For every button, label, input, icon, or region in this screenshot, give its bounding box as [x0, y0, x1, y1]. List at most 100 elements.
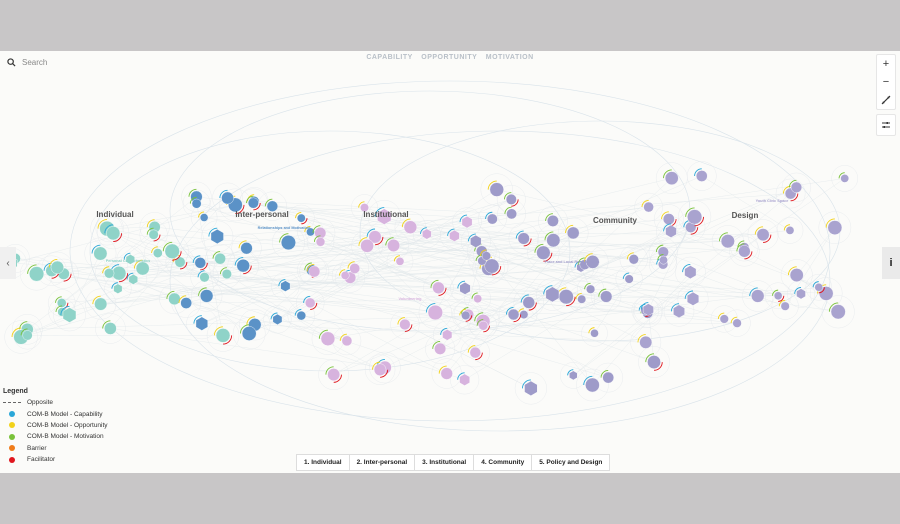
- node-orbit[interactable]: [805, 274, 832, 301]
- node-orbit[interactable]: [780, 259, 813, 291]
- node-orbit[interactable]: [630, 326, 662, 358]
- node-orbit[interactable]: [775, 178, 806, 209]
- node-factor[interactable]: [524, 380, 538, 396]
- node-factor[interactable]: [662, 213, 675, 225]
- node-factor[interactable]: [128, 274, 138, 285]
- node-orbit[interactable]: [190, 204, 218, 231]
- node-factor[interactable]: [247, 197, 259, 209]
- node-factor[interactable]: [686, 291, 700, 306]
- node-orbit[interactable]: [781, 172, 812, 202]
- node-factor[interactable]: [624, 274, 634, 284]
- node-orbit[interactable]: [593, 362, 624, 393]
- search-placeholder[interactable]: Search: [22, 58, 48, 67]
- node-orbit[interactable]: [351, 194, 378, 222]
- node-factor[interactable]: [773, 291, 783, 301]
- node-factor[interactable]: [449, 229, 460, 242]
- node-factor[interactable]: [506, 208, 517, 220]
- node-factor[interactable]: [340, 271, 350, 280]
- node-orbit[interactable]: [95, 215, 123, 243]
- node-factor[interactable]: [148, 229, 159, 240]
- node-factor[interactable]: [440, 367, 453, 380]
- node-orbit[interactable]: [576, 368, 609, 402]
- node-orbit[interactable]: [747, 219, 779, 251]
- node-factor[interactable]: [478, 320, 489, 331]
- node-orbit[interactable]: [212, 182, 243, 214]
- node-factor[interactable]: [505, 193, 517, 205]
- node-factor[interactable]: [577, 294, 587, 304]
- node-factor[interactable]: [174, 256, 186, 268]
- node-factor[interactable]: [545, 286, 560, 303]
- node-factor[interactable]: [341, 335, 353, 347]
- node-factor[interactable]: [732, 318, 742, 328]
- node-factor[interactable]: [602, 371, 615, 384]
- node-orbit[interactable]: [4, 320, 38, 354]
- node-factor[interactable]: [427, 304, 443, 321]
- node-orbit[interactable]: [340, 254, 370, 283]
- node-factor[interactable]: [796, 288, 806, 300]
- filter-settings-button[interactable]: [876, 114, 896, 136]
- node-factor[interactable]: [486, 213, 498, 225]
- node-factor[interactable]: [719, 314, 729, 324]
- node-factor[interactable]: [50, 260, 64, 275]
- node-orbit[interactable]: [776, 217, 804, 244]
- node-factor[interactable]: [522, 296, 535, 309]
- node-orbit[interactable]: [318, 359, 350, 390]
- node-factor[interactable]: [296, 310, 307, 321]
- node-orbit[interactable]: [591, 281, 622, 312]
- node-orbit[interactable]: [287, 204, 315, 232]
- node-orbit[interactable]: [581, 320, 608, 347]
- node-factor[interactable]: [349, 263, 361, 274]
- node-factor[interactable]: [585, 255, 600, 269]
- node-orbit[interactable]: [450, 273, 480, 304]
- node-factor[interactable]: [315, 237, 326, 247]
- node-factor[interactable]: [830, 304, 846, 320]
- node-factor[interactable]: [481, 251, 491, 261]
- node-orbit[interactable]: [90, 211, 124, 246]
- node-factor[interactable]: [751, 289, 765, 303]
- node-factor[interactable]: [827, 220, 843, 235]
- node-factor[interactable]: [442, 329, 453, 341]
- node-orbit[interactable]: [53, 298, 86, 332]
- node-orbit[interactable]: [139, 212, 170, 242]
- node-orbit[interactable]: [818, 211, 852, 244]
- node-factor[interactable]: [240, 242, 253, 255]
- node-orbit[interactable]: [364, 354, 396, 385]
- node-factor[interactable]: [221, 191, 234, 205]
- node-factor[interactable]: [665, 224, 677, 238]
- node-factor[interactable]: [236, 258, 250, 273]
- node-factor[interactable]: [695, 170, 708, 182]
- node-factor[interactable]: [22, 330, 33, 341]
- node-factor[interactable]: [569, 370, 578, 381]
- node-factor[interactable]: [461, 310, 471, 320]
- node-factor[interactable]: [459, 373, 470, 386]
- search-bar[interactable]: Search: [7, 58, 47, 67]
- node-factor[interactable]: [280, 235, 296, 251]
- node-factor[interactable]: [104, 322, 117, 335]
- node-factor[interactable]: [684, 265, 697, 280]
- node-factor[interactable]: [814, 283, 823, 292]
- zoom-out-button[interactable]: −: [882, 76, 890, 88]
- node-orbit[interactable]: [418, 295, 452, 330]
- node-factor[interactable]: [403, 220, 418, 234]
- node-orbit[interactable]: [638, 346, 670, 378]
- node-factor[interactable]: [558, 289, 574, 305]
- link-tool-button[interactable]: [877, 91, 895, 109]
- node-factor[interactable]: [756, 228, 770, 242]
- node-orbit[interactable]: [95, 313, 126, 344]
- node-factor[interactable]: [590, 329, 599, 338]
- node-factor[interactable]: [327, 368, 341, 381]
- node-orbit[interactable]: [12, 314, 43, 345]
- node-orbit[interactable]: [475, 249, 509, 283]
- node-orbit[interactable]: [677, 283, 709, 315]
- node-factor[interactable]: [547, 215, 559, 227]
- node-orbit[interactable]: [655, 162, 688, 194]
- node-factor[interactable]: [434, 342, 447, 355]
- node-orbit[interactable]: [390, 309, 420, 340]
- node-orbit[interactable]: [423, 272, 454, 303]
- node-factor[interactable]: [191, 198, 202, 209]
- node-factor[interactable]: [320, 331, 336, 346]
- node-orbit[interactable]: [305, 218, 336, 248]
- node-factor[interactable]: [199, 213, 209, 222]
